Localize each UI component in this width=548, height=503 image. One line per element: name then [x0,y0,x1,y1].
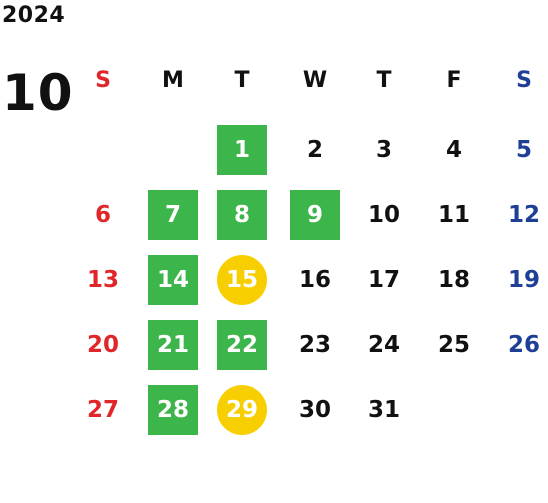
day-number: 23 [298,332,331,358]
day-cell-21[interactable]: 21 [143,320,203,370]
day-cell-19[interactable]: 19 [494,255,548,305]
day-number: 11 [437,202,470,228]
day-cell-2[interactable]: 2 [285,125,345,175]
day-cell-10[interactable]: 10 [354,190,414,240]
day-cell-31[interactable]: 31 [354,385,414,435]
day-number: 6 [94,202,111,228]
day-number: 4 [445,137,462,163]
day-cell-23[interactable]: 23 [285,320,345,370]
day-cell-9[interactable]: 9 [285,190,345,240]
day-number: 30 [298,397,331,423]
calendar-month: 10 [2,64,74,122]
day-number: 13 [86,267,119,293]
calendar-year: 2024 [2,3,66,28]
day-number: 21 [148,320,198,370]
weekday-header-saturday: S [516,68,532,93]
day-cell-11[interactable]: 11 [424,190,484,240]
day-cell-3[interactable]: 3 [354,125,414,175]
day-number: 24 [367,332,400,358]
day-cell-28[interactable]: 28 [143,385,203,435]
weekday-header-monday: M [162,68,184,93]
day-number: 29 [217,385,267,435]
day-number: 9 [290,190,340,240]
day-number: 8 [217,190,267,240]
day-cell-25[interactable]: 25 [424,320,484,370]
day-number: 18 [437,267,470,293]
day-cell-7[interactable]: 7 [143,190,203,240]
day-number: 16 [298,267,331,293]
day-cell-13[interactable]: 13 [73,255,133,305]
day-number: 14 [148,255,198,305]
day-cell-16[interactable]: 16 [285,255,345,305]
day-number: 2 [306,137,323,163]
day-number: 27 [86,397,119,423]
day-number: 15 [217,255,267,305]
day-number: 20 [86,332,119,358]
day-cell-1[interactable]: 1 [212,125,272,175]
weekday-header-wednesday: W [302,68,328,93]
weekday-header-friday: F [446,68,462,93]
day-cell-6[interactable]: 6 [73,190,133,240]
day-number: 25 [437,332,470,358]
day-cell-27[interactable]: 27 [73,385,133,435]
day-cell-24[interactable]: 24 [354,320,414,370]
day-cell-15[interactable]: 15 [212,255,272,305]
day-cell-29[interactable]: 29 [212,385,272,435]
day-cell-14[interactable]: 14 [143,255,203,305]
day-number: 31 [367,397,400,423]
day-cell-20[interactable]: 20 [73,320,133,370]
day-number: 17 [367,267,400,293]
day-cell-8[interactable]: 8 [212,190,272,240]
day-number: 7 [148,190,198,240]
day-number: 1 [217,125,267,175]
day-number: 3 [375,137,392,163]
day-number: 12 [507,202,540,228]
day-number: 10 [367,202,400,228]
day-cell-18[interactable]: 18 [424,255,484,305]
day-number: 5 [515,137,532,163]
day-number: 19 [507,267,540,293]
day-cell-5[interactable]: 5 [494,125,548,175]
day-cell-26[interactable]: 26 [494,320,548,370]
day-cell-4[interactable]: 4 [424,125,484,175]
day-cell-17[interactable]: 17 [354,255,414,305]
weekday-header-tuesday: T [234,68,250,93]
day-cell-12[interactable]: 12 [494,190,548,240]
day-number: 22 [217,320,267,370]
day-cell-30[interactable]: 30 [285,385,345,435]
weekday-header-thursday: T [376,68,392,93]
weekday-header-sunday: S [95,68,111,93]
day-cell-22[interactable]: 22 [212,320,272,370]
day-number: 26 [507,332,540,358]
day-number: 28 [148,385,198,435]
